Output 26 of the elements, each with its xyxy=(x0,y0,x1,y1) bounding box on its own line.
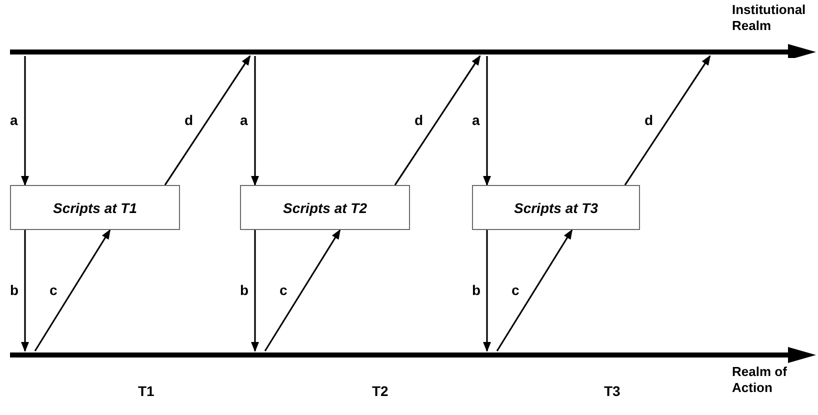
time-label: T2 xyxy=(372,383,388,399)
edge-label: d xyxy=(414,112,424,128)
edge-label: b xyxy=(239,282,250,298)
realm-label: Institutional Realm xyxy=(732,2,807,34)
arrow xyxy=(21,56,29,186)
realm-label: Realm of Action xyxy=(732,364,788,396)
arrow xyxy=(21,230,29,352)
arrow xyxy=(264,229,341,352)
scripts-box: Scripts at T3 xyxy=(472,185,640,230)
arrow xyxy=(483,230,491,352)
edge-label: b xyxy=(471,282,482,298)
edge-label: d xyxy=(184,112,194,128)
edge-label: d xyxy=(644,112,654,128)
time-label: T3 xyxy=(604,383,620,399)
scripts-box: Scripts at T1 xyxy=(10,185,180,230)
time-label: T1 xyxy=(138,383,154,399)
arrow xyxy=(483,56,491,186)
edge-label: b xyxy=(9,282,20,298)
arrow xyxy=(624,55,711,186)
arrow xyxy=(394,55,481,186)
arrow xyxy=(34,229,111,352)
arrow xyxy=(251,230,259,352)
scripts-box: Scripts at T2 xyxy=(240,185,410,230)
arrow xyxy=(251,56,259,186)
arrow xyxy=(164,55,251,186)
arrow xyxy=(496,229,573,352)
